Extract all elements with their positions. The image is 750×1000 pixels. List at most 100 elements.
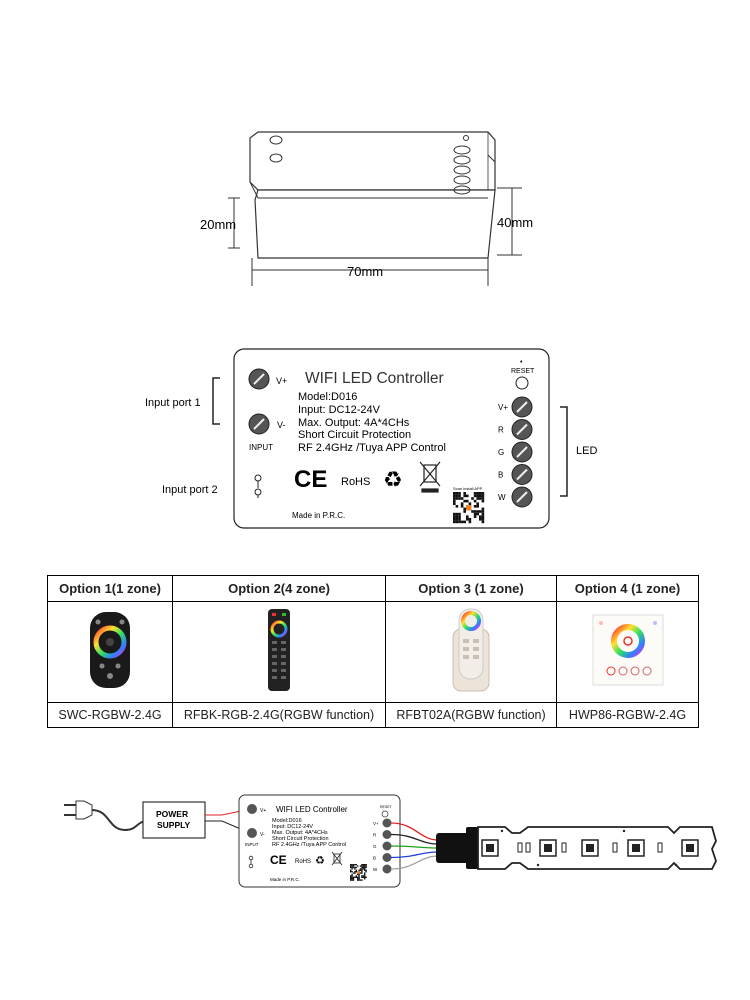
controller-model: Model:D016 — [298, 391, 357, 403]
resistor — [657, 842, 663, 853]
mini-made-in-label: Made in P.R.C. — [270, 877, 300, 882]
table-name-row: SWC-RGBW-2.4G RFBK-RGB-2.4G(RGBW functio… — [47, 702, 699, 728]
mini-reset-button — [381, 810, 389, 818]
mini-spec-line: RF 2.4GHz /Tuya APP Control — [272, 842, 346, 848]
power-supply-label: POWER — [156, 809, 188, 819]
weee-bin-icon — [419, 461, 441, 493]
mini-spec-line: Short Circuit Protection — [272, 836, 329, 842]
controller-rf: RF 2.4GHz /Tuya APP Control — [298, 442, 446, 454]
controller-protection: Short Circuit Protection — [298, 429, 411, 441]
mini-input-label: INPUT — [245, 842, 259, 847]
mini-terminal-label: V- — [260, 832, 265, 838]
bracket-input-port-1 — [212, 377, 220, 425]
mini-weee-bin-icon — [331, 851, 343, 866]
led-chip — [581, 839, 599, 857]
mini-spec-line: Max. Output: 4A*4CHs — [272, 830, 328, 836]
dim-height-right: 40mm — [497, 215, 533, 230]
options-table: Option 1(1 zone) Option 2(4 zone) Option… — [47, 575, 699, 728]
mini-terminal-label: V+ — [260, 808, 266, 814]
box-terminals — [453, 135, 471, 195]
rohs-mark: RoHS — [341, 476, 370, 488]
option-header: Option 1(1 zone) — [47, 575, 173, 602]
right-terminal — [511, 441, 533, 463]
led-chip — [539, 839, 557, 857]
strip-connector — [436, 827, 478, 869]
reset-label: RESET — [511, 368, 535, 375]
dimension-drawing: 20mm 40mm 70mm — [200, 131, 533, 286]
led-chip — [681, 839, 699, 857]
option-header: Option 4 (1 zone) — [556, 575, 699, 602]
mini-reset-label: RESET — [380, 805, 393, 809]
resistor — [517, 842, 523, 853]
callout-led: LED — [576, 445, 597, 457]
solder-pad — [674, 863, 678, 867]
solder-pad — [622, 829, 626, 833]
option-name: HWP86-RGBW-2.4G — [556, 702, 699, 728]
mini-recycle-icon: ♻ — [315, 855, 325, 867]
right-terminal — [511, 464, 533, 485]
mini-right-terminal-label: W — [373, 867, 378, 872]
left-terminal-label: V- — [277, 420, 286, 430]
wire-to-strip — [390, 851, 439, 859]
dim-height-left: 20mm — [200, 217, 236, 232]
left-terminal-vplus — [248, 368, 270, 390]
mini-right-terminal — [382, 853, 392, 862]
wiring-diagram: POWER SUPPLY V+ V- INPUT WIFI LED Contro… — [64, 794, 717, 888]
mini-terminal-vplus — [247, 804, 257, 814]
table-image-row — [47, 601, 699, 703]
box-top-face — [249, 131, 496, 191]
option-name: SWC-RGBW-2.4G — [47, 702, 173, 728]
controller-title: WIFI LED Controller — [305, 370, 444, 387]
mini-right-terminal-label: V+ — [373, 821, 379, 826]
remote-holder-icon — [452, 608, 490, 691]
power-supply-box — [142, 801, 206, 839]
right-terminal-label: V+ — [498, 403, 508, 412]
wire-to-strip — [390, 855, 439, 870]
led-chip — [627, 839, 645, 857]
reset-dot: • — [520, 359, 523, 366]
input-label: INPUT — [249, 443, 273, 452]
ce-mark: CE — [294, 466, 327, 493]
right-terminal-label: G — [498, 448, 504, 457]
option-header: Option 2(4 zone) — [172, 575, 386, 602]
made-in-label: Made in P.R.C. — [292, 511, 345, 520]
dim-width: 70mm — [347, 264, 383, 279]
mini-right-terminal — [382, 830, 392, 839]
resistor — [612, 842, 618, 853]
resistor — [525, 842, 531, 853]
led-chip — [481, 839, 499, 857]
mini-rohs-mark: RoHS — [295, 859, 311, 865]
dc-jack-top — [269, 135, 283, 145]
controller-body — [233, 348, 550, 529]
table-header-row: Option 1(1 zone) Option 2(4 zone) Option… — [47, 575, 699, 602]
bracket-led — [560, 406, 568, 497]
mini-spec-line: Input: DC12-24V — [272, 824, 313, 830]
dc-jack-icon — [254, 474, 262, 498]
mini-ce-mark: CE — [270, 853, 287, 867]
option-header: Option 3 (1 zone) — [385, 575, 557, 602]
remote-4zone-icon — [268, 608, 290, 691]
mini-right-terminal-label: G — [373, 844, 377, 849]
resistor — [561, 842, 567, 853]
solder-pad — [536, 863, 540, 867]
scan-text: Scan install APP — [453, 486, 483, 491]
right-terminal — [511, 396, 533, 418]
power-plug-icon — [64, 800, 149, 832]
right-terminal — [511, 419, 533, 440]
left-terminal-vminus — [248, 413, 270, 435]
left-terminal-label: V+ — [276, 376, 287, 386]
option-2-image — [172, 601, 386, 703]
wire-to-strip — [390, 833, 439, 845]
controller-diagram: V+ V- INPUT WIFI LED Controller Model:D0… — [145, 348, 597, 529]
option-name: RFBK-RGB-2.4G(RGBW function) — [172, 702, 386, 728]
mini-right-terminal — [382, 864, 392, 874]
reset-button — [515, 376, 529, 390]
mini-controller-title: WIFI LED Controller — [276, 805, 348, 814]
right-terminal-label: R — [498, 426, 504, 435]
wire-to-strip — [390, 822, 439, 841]
wall-panel-icon — [592, 614, 663, 685]
option-name: RFBT02A(RGBW function) — [385, 702, 557, 728]
wire-to-strip — [390, 845, 439, 849]
dc-jack-legend: . — [263, 488, 264, 493]
mini-qr-code-icon — [350, 864, 367, 881]
